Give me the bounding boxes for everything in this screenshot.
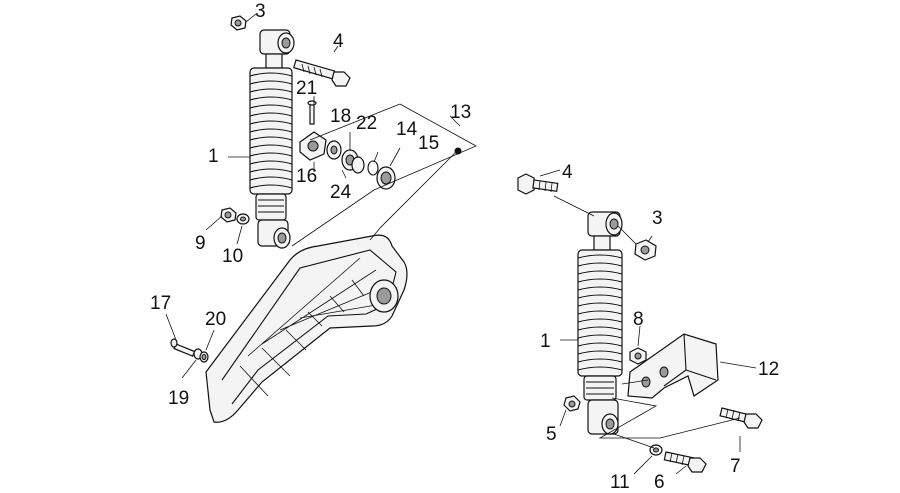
- callout-7: 7: [730, 456, 741, 477]
- left-shock-spring: [249, 67, 293, 195]
- callout-21: 21: [296, 78, 317, 99]
- callout-5: 5: [546, 424, 557, 445]
- callout-22: 22: [356, 113, 377, 134]
- washers-9-10: [220, 207, 250, 225]
- nut-3-right: [634, 239, 657, 261]
- right-shock-spring: [577, 249, 623, 377]
- callout-1-left: 1: [208, 146, 219, 167]
- bolt-6: [663, 451, 707, 473]
- mounting-bracket-12: [627, 333, 719, 399]
- bolt-4-right: [517, 173, 559, 195]
- callout-4-left: 4: [333, 31, 344, 52]
- callout-24: 24: [330, 182, 352, 203]
- pin-21: [307, 100, 317, 125]
- callout-13: 13: [450, 102, 471, 123]
- callout-17: 17: [150, 293, 171, 314]
- right-leader-lines: [539, 169, 757, 475]
- callout-1-right: 1: [540, 331, 551, 352]
- callout-labels: 3 4 21 13 18 22 14 15 1 16 24 9 10 17 20…: [150, 1, 779, 493]
- swing-arm: [205, 234, 408, 423]
- washers-19-20: [193, 348, 209, 363]
- callout-18: 18: [330, 106, 351, 127]
- callout-3-left: 3: [255, 1, 266, 22]
- callout-9: 9: [195, 233, 206, 254]
- callout-10: 10: [222, 246, 243, 267]
- bolt-7: [719, 407, 763, 429]
- left-shock-absorber: [249, 29, 295, 249]
- nut-5: [563, 395, 581, 412]
- callout-12: 12: [758, 359, 779, 380]
- washer-11: [649, 444, 663, 456]
- nut-8: [629, 347, 647, 365]
- callout-14: 14: [396, 119, 418, 140]
- callout-16: 16: [296, 166, 317, 187]
- callout-20: 20: [205, 309, 226, 330]
- left-leader-lines: [165, 13, 477, 379]
- hub-parts: [299, 131, 396, 190]
- callout-8: 8: [633, 309, 644, 330]
- callout-6: 6: [654, 472, 665, 493]
- callout-11: 11: [610, 472, 630, 493]
- callout-3-right: 3: [652, 208, 663, 229]
- callout-19: 19: [168, 388, 189, 409]
- bolt-17: [170, 338, 196, 357]
- bolt-4-left: [293, 59, 351, 87]
- right-shock-absorber: [577, 211, 623, 435]
- callout-15: 15: [418, 133, 439, 154]
- nut-3-left: [230, 15, 247, 31]
- callout-4-right: 4: [562, 162, 573, 183]
